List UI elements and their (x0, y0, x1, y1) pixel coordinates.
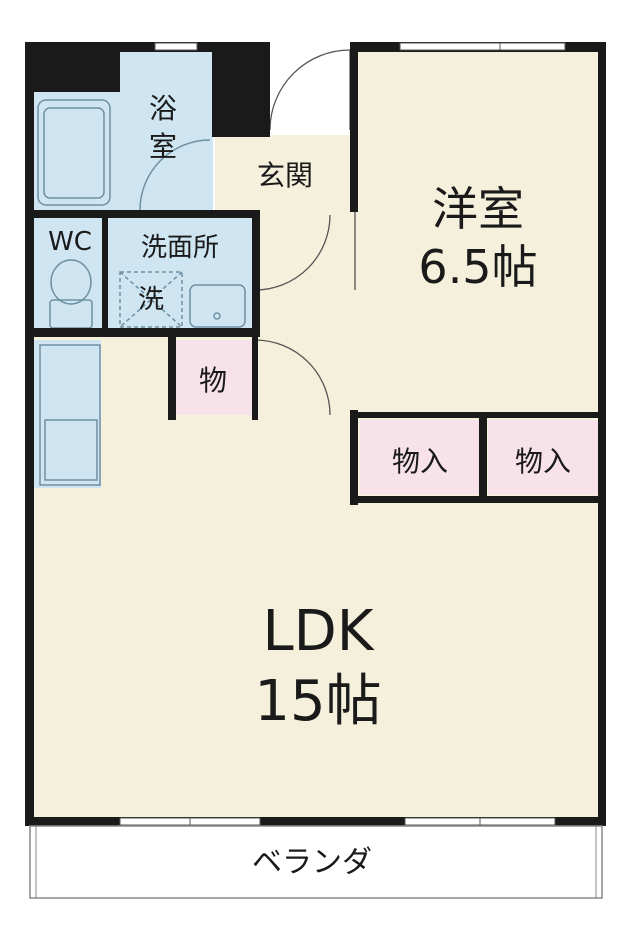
wall-right-lower (598, 495, 606, 825)
wall-storage-right (252, 335, 258, 420)
storage-door-arc (254, 339, 331, 416)
wall-western-left-lower (350, 410, 358, 505)
wall-closet-mid (479, 418, 487, 498)
western-room-size: 6.5帖 (418, 240, 537, 294)
hall-door-arc (254, 214, 331, 291)
veranda-label: ベランダ (252, 845, 372, 880)
storage-small-label: 物 (199, 364, 227, 397)
veranda-outline (29, 825, 603, 899)
wall-wc-right (102, 215, 108, 335)
storage-small-floor (175, 340, 255, 415)
wall-washroom-bottom (25, 328, 260, 337)
hallway-floor (255, 210, 355, 420)
bath-label-2: 室 (149, 130, 177, 163)
wall-storage-left (168, 335, 176, 420)
wall-western-left (350, 42, 358, 212)
wc-label: WC (48, 227, 92, 257)
window-bath (154, 42, 198, 51)
bath-floor (118, 50, 213, 215)
wall-closet-top (350, 412, 606, 418)
room-labels: 浴 室 玄関 洋室 6.5帖 WC 洗面所 洗 物 物入 物入 LDK 15帖 … (48, 92, 571, 880)
washer-pan (119, 271, 183, 328)
wall-left-top-block (25, 42, 120, 92)
wall-bath-bottom (25, 210, 255, 218)
wall-left (25, 42, 34, 824)
wall-right (598, 42, 606, 502)
kitchen-sink (44, 419, 98, 481)
entrance-door-arc (269, 49, 351, 131)
washer-label: 洗 (138, 285, 164, 315)
kitchen-counter-edge (39, 344, 101, 486)
wall-bottom (25, 817, 606, 826)
wash-basin (189, 284, 246, 328)
western-room-name: 洋室 (432, 182, 524, 236)
kitchen-counter (33, 340, 101, 488)
bathtub (37, 99, 111, 206)
window-western (399, 42, 566, 51)
wash-basin-drain (213, 312, 221, 320)
windows (119, 42, 566, 826)
veranda (29, 825, 603, 899)
bathtub-inner (43, 107, 105, 199)
wall-top-left (25, 42, 270, 52)
closet-right-floor (488, 420, 600, 495)
entrance-floor (215, 135, 355, 210)
closet-left-floor (360, 420, 480, 495)
closet-left-label: 物入 (392, 445, 448, 478)
entrance-label: 玄関 (257, 159, 313, 192)
closet-right-label: 物入 (515, 445, 571, 478)
ldk-size: 15帖 (254, 669, 381, 734)
bath-label-1: 浴 (149, 92, 177, 125)
wall-closet-bottom (350, 496, 606, 503)
ldk-name: LDK (262, 599, 374, 664)
wall-washroom-right (252, 210, 260, 335)
wall-col-top-mid (212, 42, 270, 137)
toilet-bowl (50, 259, 92, 305)
western-room-floor (355, 50, 602, 415)
washroom-label: 洗面所 (141, 233, 219, 263)
bath-door-arc (139, 139, 211, 211)
